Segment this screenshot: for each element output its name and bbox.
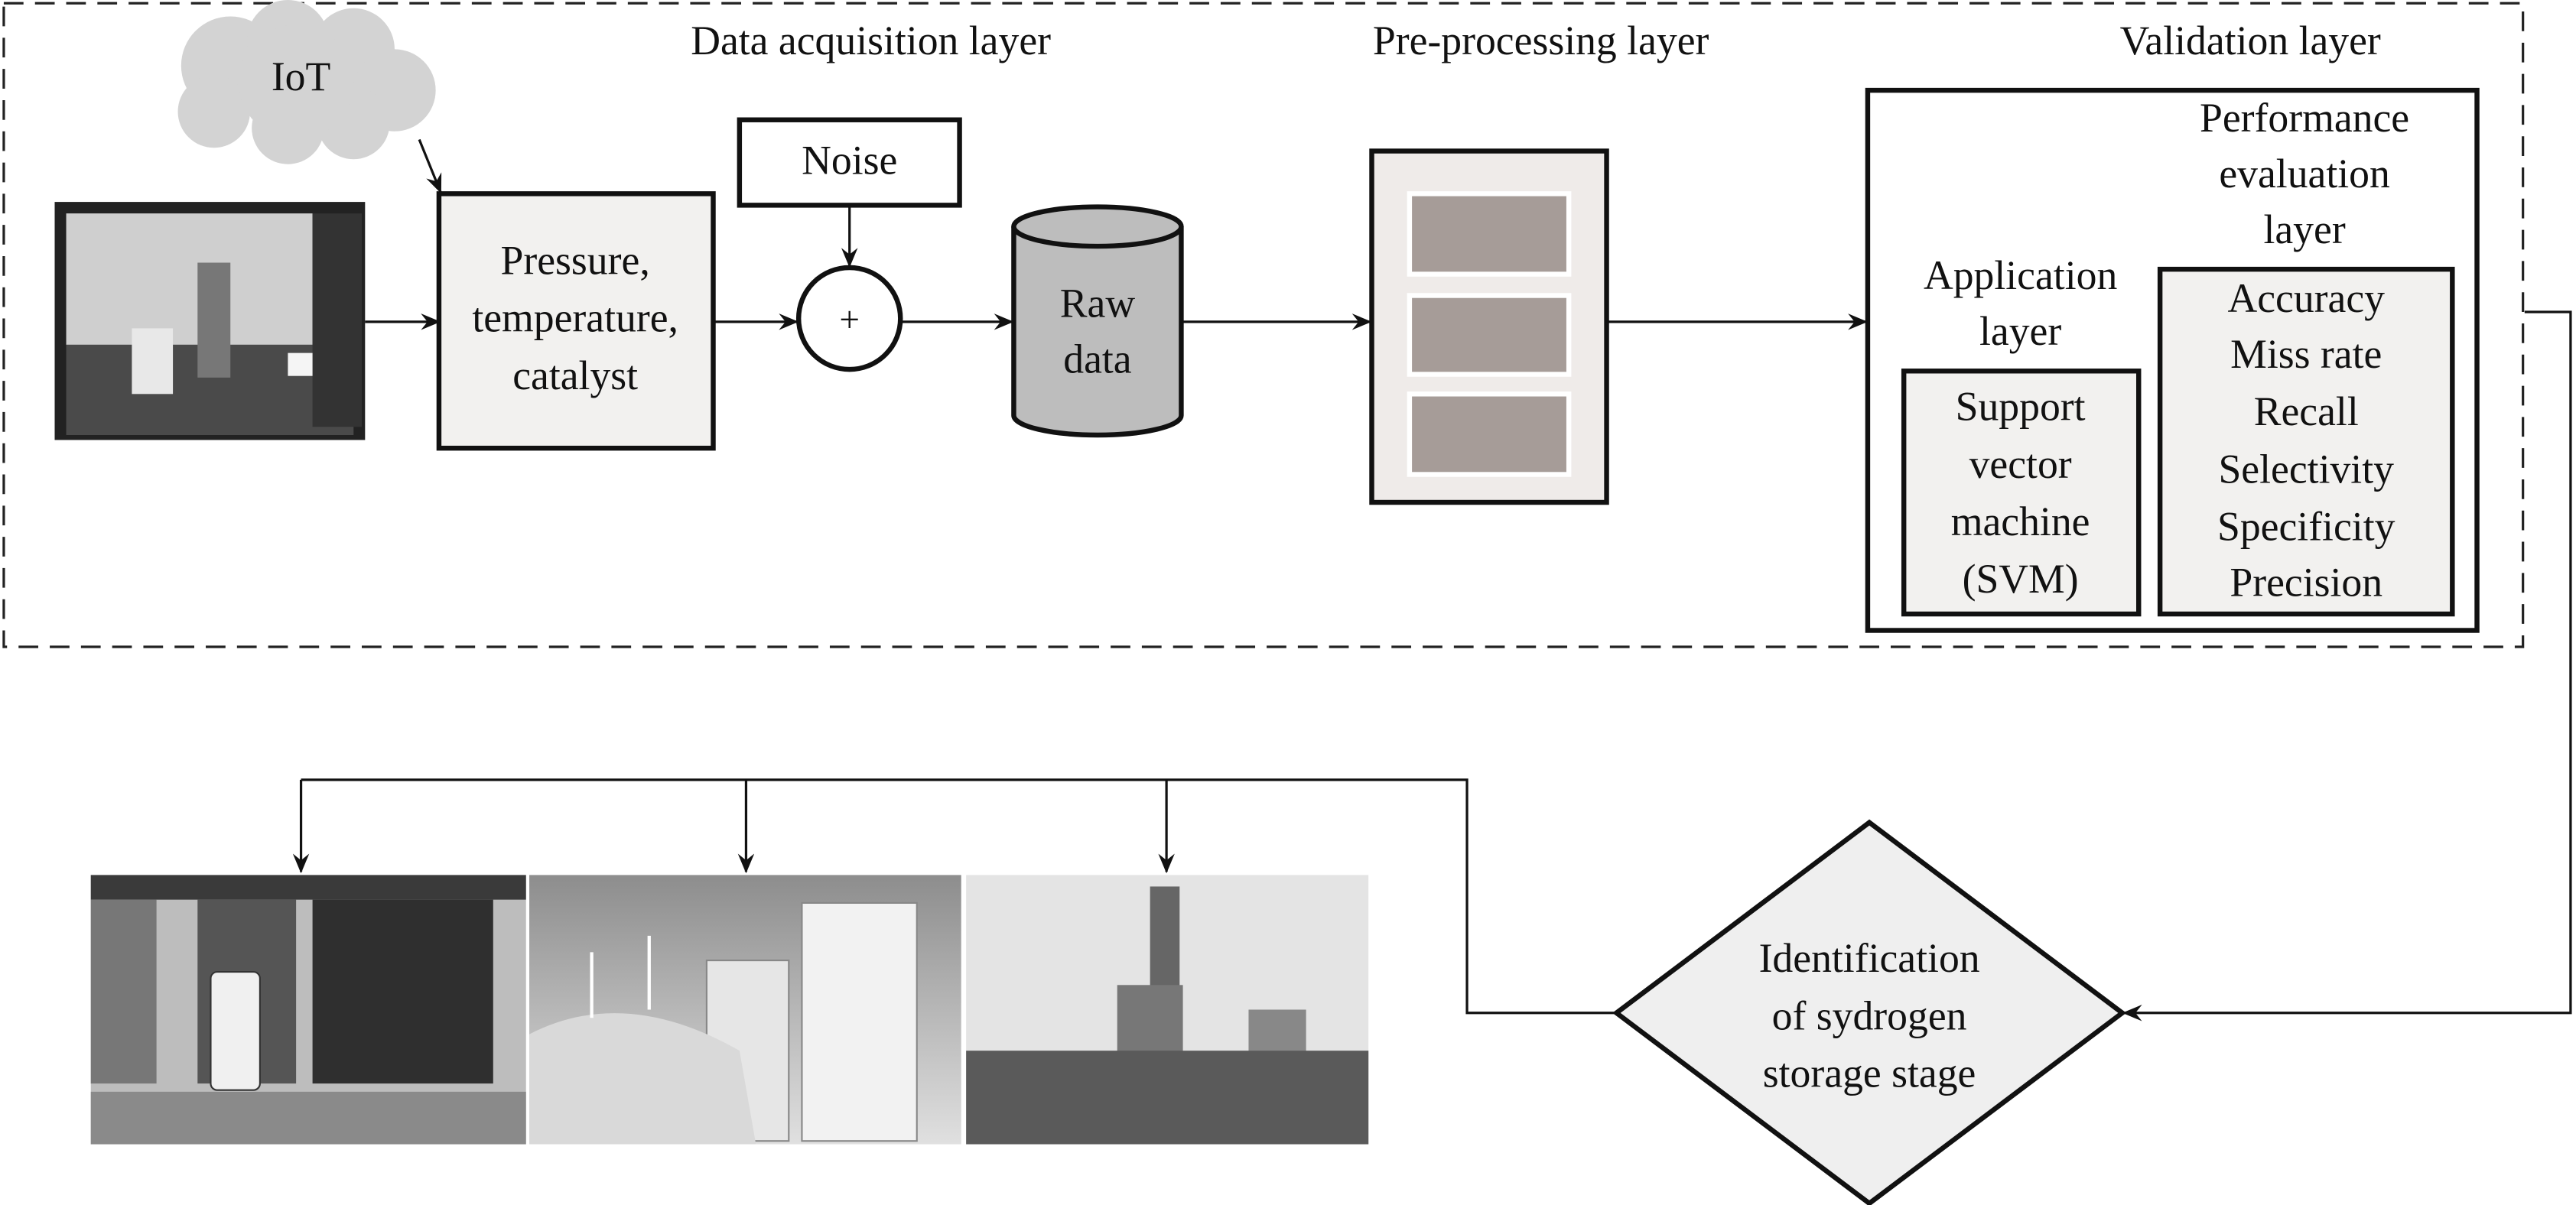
home-storage-photo xyxy=(90,875,526,1145)
iot-label: IoT xyxy=(272,54,330,99)
svm-line: machine xyxy=(1951,499,2090,544)
raw-data-line-2: data xyxy=(1063,336,1132,382)
decision-line-1: Identification xyxy=(1759,935,1980,981)
metric-precision: Precision xyxy=(2230,559,2382,605)
lab-setup-photo xyxy=(54,202,366,440)
metric-recall: Recall xyxy=(2254,388,2359,434)
noise-box xyxy=(737,117,962,208)
decision-line-3: storage stage xyxy=(1763,1050,1976,1096)
performance-title-1: Performance xyxy=(2200,95,2409,141)
noise-label: Noise xyxy=(802,138,897,184)
performance-title-3: layer xyxy=(2263,206,2345,252)
application-title-1: Application xyxy=(1924,252,2117,298)
sensor-parameters-box xyxy=(436,191,716,451)
metric-specificity: Specificity xyxy=(2217,503,2395,549)
adder-node xyxy=(795,265,903,372)
validation-to-decision-connector xyxy=(2122,310,2572,1021)
decision-line-2: of sydrogen xyxy=(1772,992,1967,1038)
industrial-plant-photo xyxy=(966,875,1369,1145)
svm-line: Support xyxy=(1956,384,2086,430)
system-boundary xyxy=(2,2,2525,648)
svm-box xyxy=(1901,369,2142,617)
identification-decision xyxy=(1612,819,2127,1205)
hydrogen-fuel-station-photo xyxy=(529,875,961,1145)
metric-selectivity: Selectivity xyxy=(2218,446,2394,492)
plus-icon: + xyxy=(839,300,860,340)
svm-line: vector xyxy=(1969,441,2072,487)
decision-to-applications-connector xyxy=(301,778,1617,1015)
metrics-box xyxy=(2157,266,2455,617)
pre-processing-block xyxy=(1407,191,1572,277)
sensor-line-2: temperature, xyxy=(472,295,678,341)
raw-data-line-1: Raw xyxy=(1060,280,1136,326)
data-acquisition-title: Data acquisition layer xyxy=(691,18,1051,63)
pre-processing-block xyxy=(1407,391,1572,477)
pre-processing-block xyxy=(1407,293,1572,377)
svm-line: (SVM) xyxy=(1963,556,2079,602)
iot-arrow xyxy=(418,138,442,194)
performance-title-2: evaluation xyxy=(2219,151,2390,197)
pre-processing-title: Pre-processing layer xyxy=(1373,18,1709,63)
validation-title: Validation layer xyxy=(2120,18,2381,63)
sensor-line-3: catalyst xyxy=(512,352,638,398)
metric-accuracy: Accuracy xyxy=(2227,275,2385,321)
sensor-line-1: Pressure, xyxy=(501,238,650,284)
raw-data-database-icon xyxy=(1011,204,1184,438)
iot-cloud-icon xyxy=(177,0,436,164)
application-title-2: layer xyxy=(1979,308,2061,354)
metric-miss-rate: Miss rate xyxy=(2230,331,2382,377)
